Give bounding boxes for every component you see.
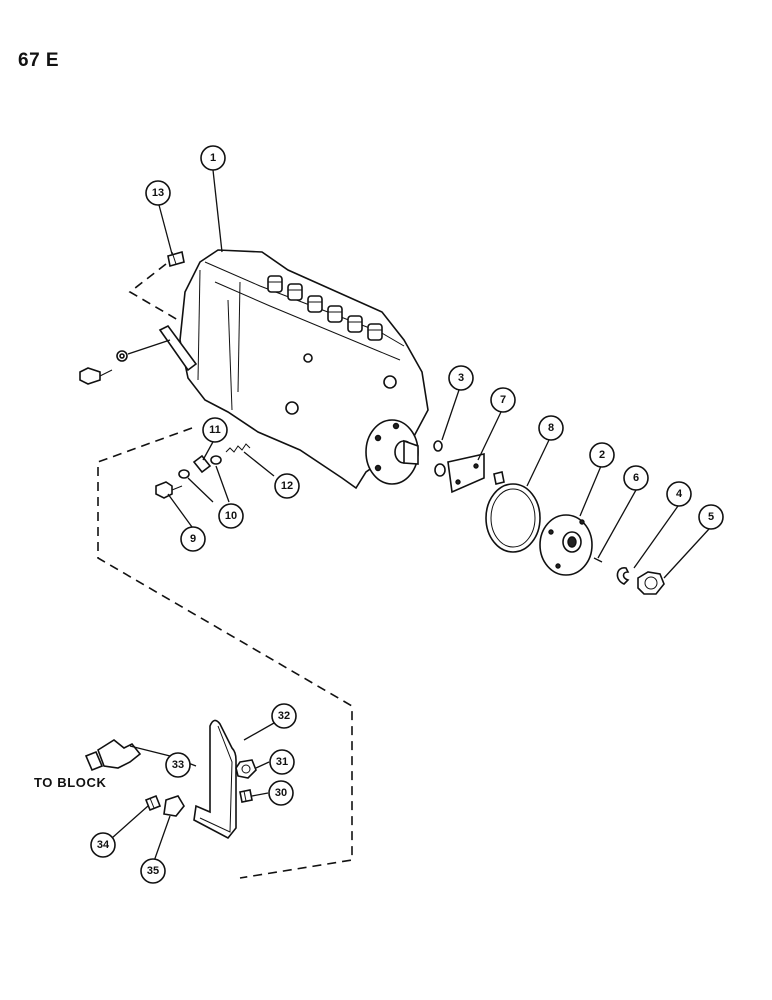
o-ring-8 xyxy=(485,483,541,553)
injection-pump xyxy=(179,249,429,490)
banjo-parts xyxy=(155,443,251,499)
page-label: 67 E xyxy=(18,50,60,71)
governor-lever xyxy=(79,324,198,385)
callout-label: 13 xyxy=(152,187,164,199)
callout-34: 34 xyxy=(90,832,116,858)
callout-label: 4 xyxy=(676,488,683,500)
key-plate-parts xyxy=(433,440,505,494)
callout-label: 9 xyxy=(190,533,196,545)
key-washer-nut xyxy=(593,557,665,595)
callout-30: 30 xyxy=(268,780,294,806)
callout-33: 33 xyxy=(165,752,191,778)
callout-10: 10 xyxy=(218,503,244,529)
callout-label: 11 xyxy=(209,424,221,436)
callout-label: 3 xyxy=(458,372,464,384)
screw-13 xyxy=(128,250,185,321)
elbow-33-fittings xyxy=(84,739,197,817)
callout-label: 34 xyxy=(97,839,110,851)
callout-label: 33 xyxy=(172,759,184,771)
callout-32: 32 xyxy=(271,703,297,729)
to-block-label: TO BLOCK xyxy=(34,775,107,790)
fittings-30-31 xyxy=(235,759,257,803)
callout-31: 31 xyxy=(269,749,295,775)
callout-11: 11 xyxy=(202,417,228,443)
pipe-32 xyxy=(193,719,237,840)
drive-hub-2 xyxy=(539,514,593,576)
callout-3: 3 xyxy=(448,365,474,391)
callout-label: 31 xyxy=(276,756,288,768)
callout-label: 7 xyxy=(500,394,506,406)
callout-label: 1 xyxy=(210,152,216,164)
leader-lines xyxy=(111,169,710,865)
callout-6: 6 xyxy=(623,465,649,491)
callout-5: 5 xyxy=(698,504,724,530)
callout-9: 9 xyxy=(180,526,206,552)
callout-label: 8 xyxy=(548,422,554,434)
callout-label: 5 xyxy=(708,511,714,523)
callout-13: 13 xyxy=(145,180,171,206)
callout-label: 30 xyxy=(275,787,287,799)
callout-label: 2 xyxy=(599,449,605,461)
callout-12: 12 xyxy=(274,473,300,499)
callout-2: 2 xyxy=(589,442,615,468)
callout-7: 7 xyxy=(490,387,516,413)
callout-8: 8 xyxy=(538,415,564,441)
callout-label: 12 xyxy=(281,480,293,492)
callout-label: 35 xyxy=(147,865,159,877)
callout-label: 6 xyxy=(633,472,639,484)
callout-1: 1 xyxy=(200,145,226,171)
callout-4: 4 xyxy=(666,481,692,507)
callout-label: 32 xyxy=(278,710,290,722)
callout-label: 10 xyxy=(225,510,237,522)
route-line xyxy=(97,427,353,879)
callout-35: 35 xyxy=(140,858,166,884)
